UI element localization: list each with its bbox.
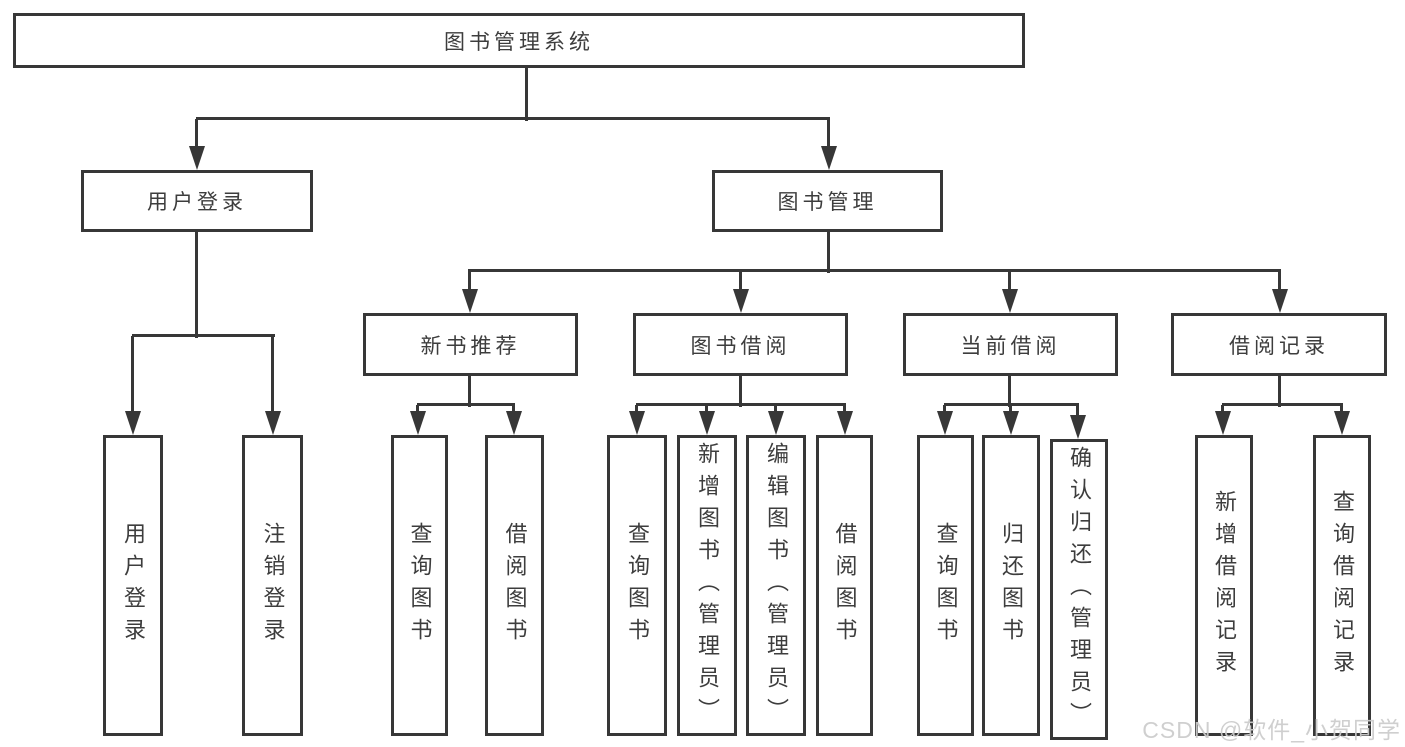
- connector-line: [1009, 405, 1012, 413]
- arrowhead-icon: [410, 411, 426, 435]
- connector-line: [1008, 271, 1011, 291]
- node-return-book-label: 归还图书: [999, 521, 1024, 650]
- node-query-borrow-record: 查询借阅记录: [1313, 435, 1371, 736]
- connector-line: [271, 336, 274, 413]
- node-borrow-book-recommend: 借阅图书: [485, 435, 544, 736]
- node-query-book-recommend-label: 查询图书: [407, 521, 433, 650]
- node-borrow-book-recommend-label: 借阅图书: [502, 521, 528, 650]
- connector-line: [1076, 405, 1079, 417]
- watermark-text: CSDN @软件_小贺同学: [1142, 717, 1401, 743]
- node-logout: 注销登录: [242, 435, 303, 736]
- node-borrow-book: 借阅图书: [816, 435, 873, 736]
- connector-line: [1222, 403, 1343, 406]
- connector-line: [132, 334, 275, 337]
- connector-line: [196, 117, 830, 120]
- node-add-book-label: 新增图书（管理员）: [695, 441, 720, 730]
- arrowhead-icon: [189, 146, 205, 170]
- arrowhead-icon: [125, 411, 141, 435]
- arrowhead-icon: [937, 411, 953, 435]
- arrowhead-icon: [1272, 289, 1288, 313]
- connector-line: [827, 119, 830, 148]
- node-root-label: 图书管理系统: [444, 30, 594, 54]
- node-book-borrow: 图书借阅: [633, 313, 848, 376]
- node-borrow-records: 借阅记录: [1171, 313, 1387, 376]
- arrowhead-icon: [1215, 411, 1231, 435]
- node-edit-book: 编辑图书（管理员）: [746, 435, 806, 736]
- node-query-book-current-label: 查询图书: [933, 521, 959, 650]
- connector-line: [636, 403, 846, 406]
- arrowhead-icon: [506, 411, 522, 435]
- connector-line: [1221, 405, 1224, 413]
- connector-line: [195, 232, 198, 338]
- arrowhead-icon: [837, 411, 853, 435]
- connector-line: [739, 271, 742, 291]
- connector-line: [635, 405, 638, 413]
- node-add-borrow-record-label: 新增借阅记录: [1212, 489, 1237, 682]
- node-current-borrow-label: 当前借阅: [960, 334, 1061, 358]
- connector-line: [705, 405, 708, 413]
- connector-line: [774, 405, 777, 413]
- connector-line: [416, 405, 419, 413]
- connector-line: [944, 403, 1079, 406]
- connector-line: [1340, 405, 1343, 413]
- node-login: 用户登录: [103, 435, 163, 736]
- connector-line: [1278, 376, 1281, 407]
- node-borrow-records-label: 借阅记录: [1229, 334, 1329, 358]
- connector-line: [843, 405, 846, 413]
- arrowhead-icon: [821, 146, 837, 170]
- connector-line: [1008, 376, 1011, 407]
- arrowhead-icon: [768, 411, 784, 435]
- connector-line: [417, 403, 515, 406]
- connector-line: [468, 271, 471, 291]
- node-edit-book-label: 编辑图书（管理员）: [764, 441, 789, 730]
- node-borrow-book-label: 借阅图书: [832, 521, 858, 650]
- node-query-book-recommend: 查询图书: [391, 435, 448, 736]
- node-current-borrow: 当前借阅: [903, 313, 1118, 376]
- node-book-management: 图书管理: [712, 170, 943, 232]
- arrowhead-icon: [1002, 289, 1018, 313]
- node-login-label: 用户登录: [121, 521, 146, 650]
- node-new-book-recommend-label: 新书推荐: [420, 334, 521, 358]
- node-query-book-borrow: 查询图书: [607, 435, 667, 736]
- node-query-book-current: 查询图书: [917, 435, 974, 736]
- node-add-borrow-record: 新增借阅记录: [1195, 435, 1253, 736]
- arrowhead-icon: [1334, 411, 1350, 435]
- node-logout-label: 注销登录: [260, 521, 286, 650]
- node-book-borrow-label: 图书借阅: [690, 334, 791, 358]
- connector-line: [525, 68, 528, 121]
- node-user-login-label: 用户登录: [147, 191, 247, 214]
- connector-line: [131, 336, 134, 413]
- arrowhead-icon: [1070, 415, 1086, 439]
- connector-line: [739, 376, 742, 407]
- node-confirm-return: 确认归还（管理员）: [1050, 439, 1108, 740]
- arrowhead-icon: [699, 411, 715, 435]
- node-query-borrow-record-label: 查询借阅记录: [1330, 489, 1355, 682]
- node-query-book-borrow-label: 查询图书: [625, 521, 650, 650]
- node-new-book-recommend: 新书推荐: [363, 313, 578, 376]
- node-book-management-label: 图书管理: [777, 191, 878, 214]
- connector-line: [512, 405, 515, 413]
- connector-line: [1278, 271, 1281, 291]
- node-user-login: 用户登录: [81, 170, 313, 232]
- arrowhead-icon: [462, 289, 478, 313]
- connector-line: [827, 232, 830, 273]
- node-return-book: 归还图书: [982, 435, 1040, 736]
- arrowhead-icon: [1003, 411, 1019, 435]
- node-add-book: 新增图书（管理员）: [677, 435, 737, 736]
- connector-line: [468, 269, 1281, 272]
- connector-line: [943, 405, 946, 413]
- arrowhead-icon: [629, 411, 645, 435]
- arrowhead-icon: [265, 411, 281, 435]
- connector-line: [195, 119, 198, 148]
- node-root: 图书管理系统: [13, 13, 1025, 68]
- arrowhead-icon: [733, 289, 749, 313]
- connector-line: [468, 376, 471, 407]
- node-confirm-return-label: 确认归还（管理员）: [1067, 445, 1092, 734]
